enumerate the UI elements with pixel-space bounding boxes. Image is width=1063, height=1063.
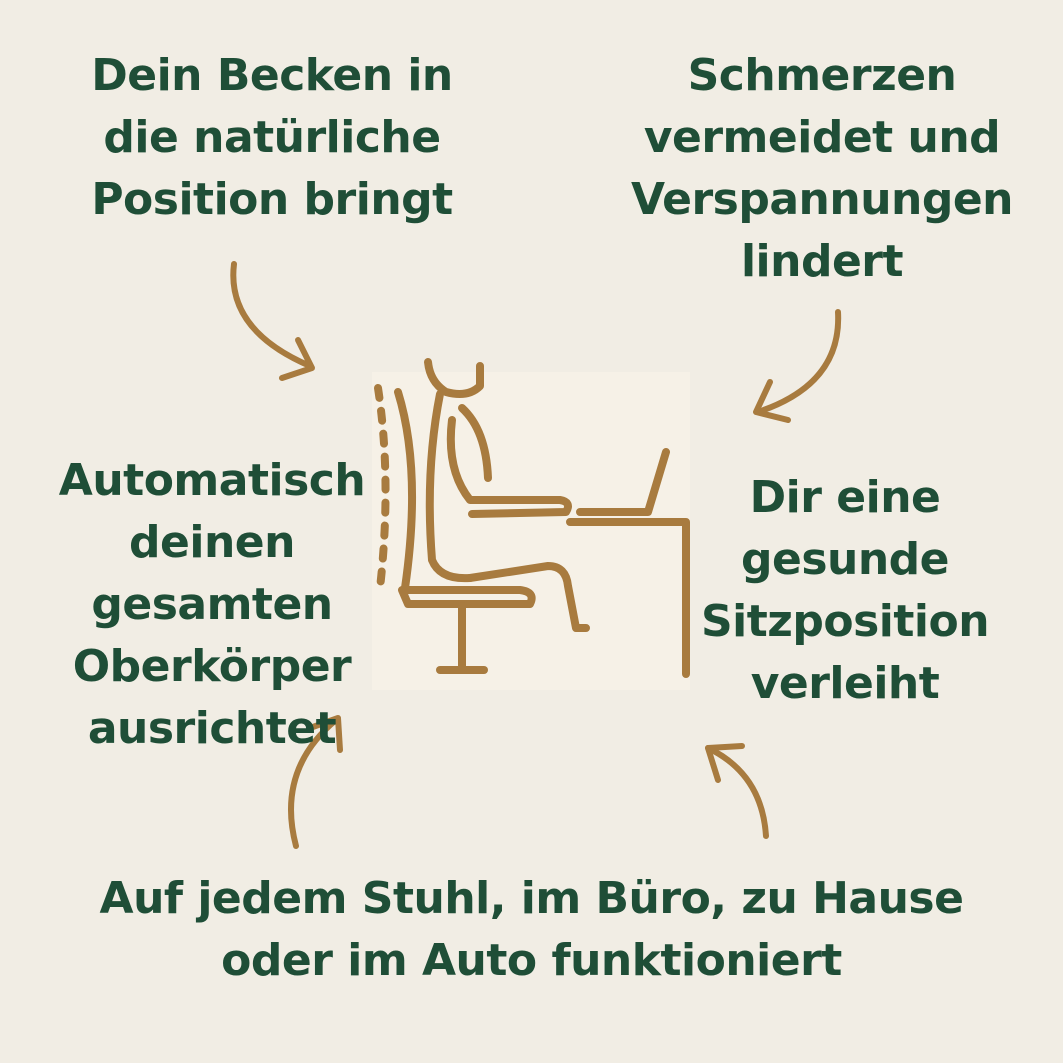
desk-top (566, 518, 690, 678)
person-front (458, 404, 492, 482)
curved-arrow-icon (753, 309, 842, 423)
caption-left: Automatisch deinen gesamten Oberkörper a… (58, 455, 366, 754)
chair-seat (398, 586, 536, 608)
caption-top-right: Schmerzen vermeidet und Verspannungen li… (630, 50, 1014, 287)
caption-right: Dir eine gesunde Sitzposition verleiht (700, 472, 990, 709)
spine-guide-line (374, 384, 390, 592)
person-sitting-at-desk-with-laptop-icon (374, 358, 690, 678)
person-back (425, 390, 474, 583)
laptop (576, 448, 670, 516)
illustration-panel (372, 372, 690, 690)
chair-backrest (394, 388, 417, 592)
caption-top-left: Dein Becken in die natürliche Position b… (91, 50, 453, 225)
curved-arrow-icon (705, 743, 769, 839)
caption-bottom: Auf jedem Stuhl, im Büro, zu Hause oder … (99, 873, 964, 986)
person-leg (466, 562, 590, 632)
person-arm (446, 416, 572, 518)
curved-arrow-icon (288, 715, 343, 849)
person-head (424, 358, 484, 398)
curved-arrow-icon (230, 261, 315, 381)
